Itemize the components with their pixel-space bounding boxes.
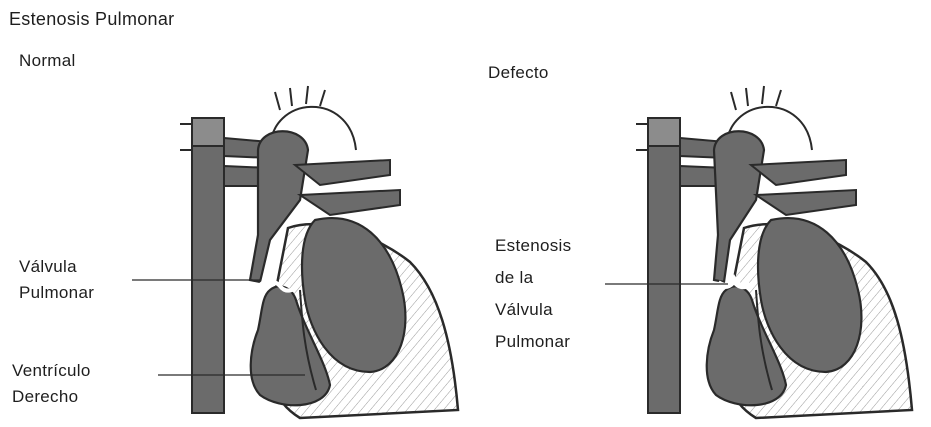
label-leader-lines — [0, 0, 931, 427]
